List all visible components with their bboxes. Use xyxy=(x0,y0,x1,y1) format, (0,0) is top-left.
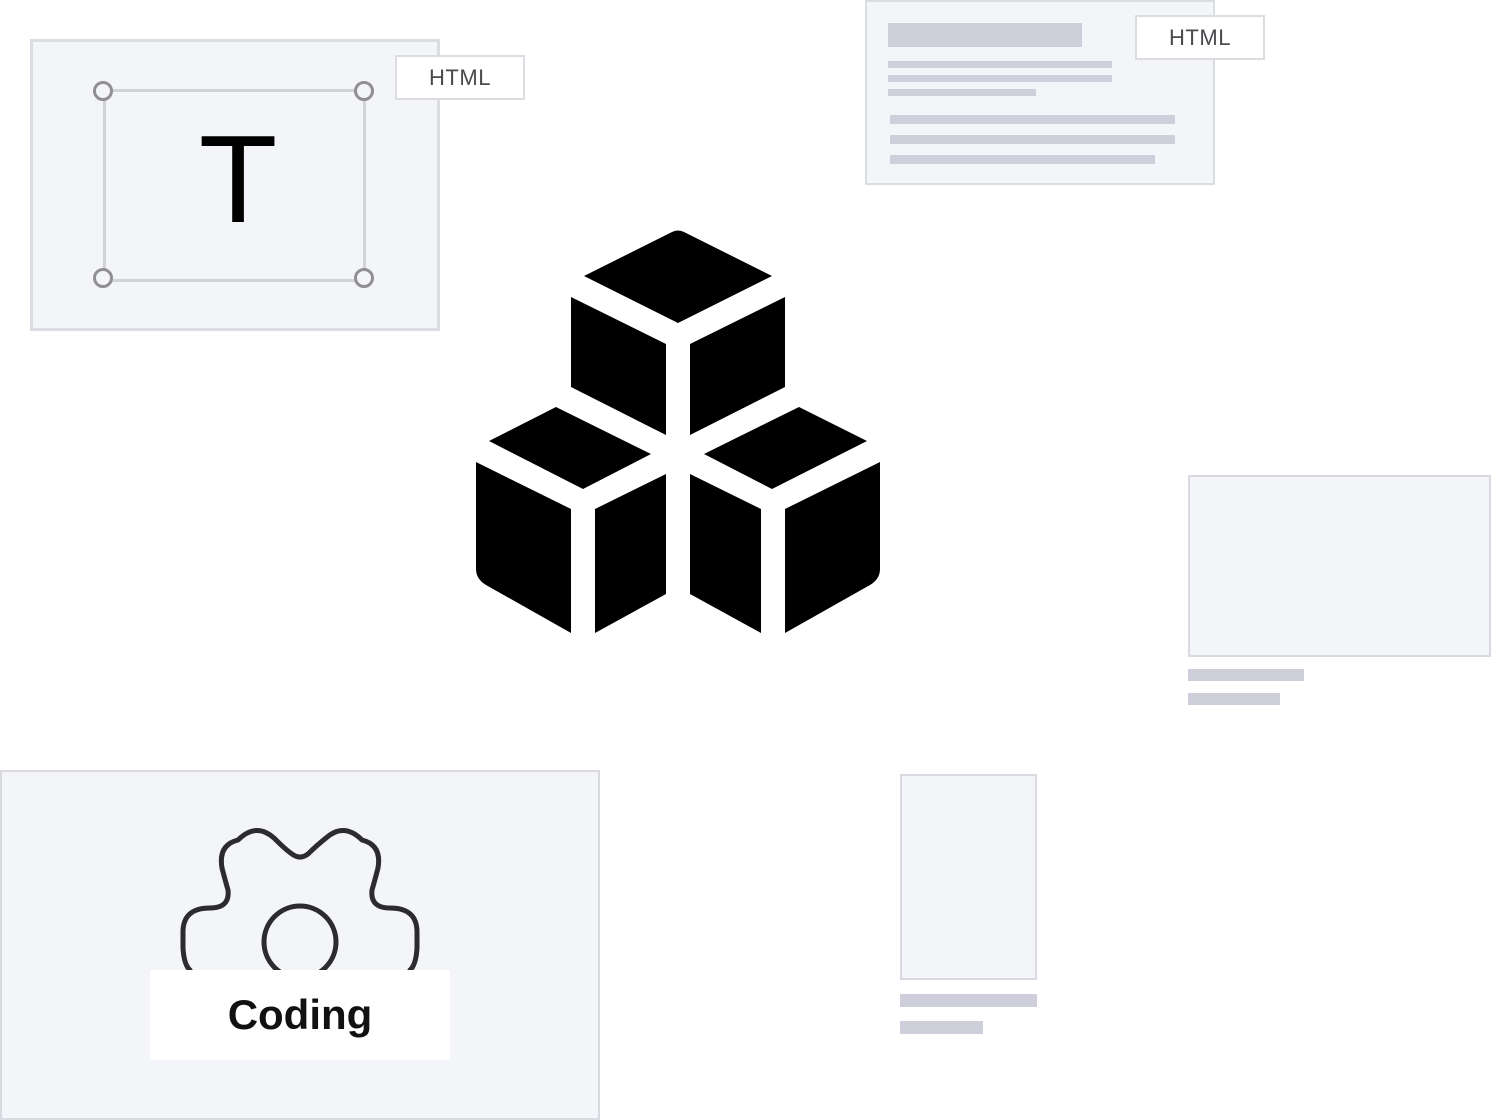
resize-handle-top-left[interactable] xyxy=(93,81,113,101)
caption-line-placeholder xyxy=(900,1021,983,1034)
coding-label: Coding xyxy=(150,970,450,1060)
document-line-placeholder xyxy=(890,155,1155,164)
resize-handle-bottom-left[interactable] xyxy=(93,268,113,288)
caption-line-placeholder xyxy=(900,994,1037,1007)
caption-line-placeholder xyxy=(1188,693,1280,705)
document-title-placeholder xyxy=(888,23,1082,47)
caption-line-placeholder xyxy=(1188,669,1304,681)
cube-top xyxy=(571,230,785,435)
document-line-placeholder xyxy=(890,135,1175,144)
document-line-placeholder xyxy=(888,89,1036,96)
html-tag-label: HTML xyxy=(1135,15,1265,60)
media-card-wide xyxy=(1188,475,1491,657)
text-tool-icon: T xyxy=(201,112,275,250)
cube-bottom-left xyxy=(476,407,666,633)
document-line-placeholder xyxy=(890,115,1175,124)
media-card-tall xyxy=(900,774,1037,980)
document-line-placeholder xyxy=(888,61,1112,68)
resize-handle-bottom-right[interactable] xyxy=(354,268,374,288)
resize-handle-top-right[interactable] xyxy=(354,81,374,101)
cube-bottom-right xyxy=(690,407,880,633)
document-line-placeholder xyxy=(888,75,1112,82)
html-tag-label: HTML xyxy=(395,55,525,100)
coding-card xyxy=(0,770,600,1120)
cubes-blocks-icon xyxy=(476,230,880,633)
text-selection-frame[interactable] xyxy=(103,89,366,282)
